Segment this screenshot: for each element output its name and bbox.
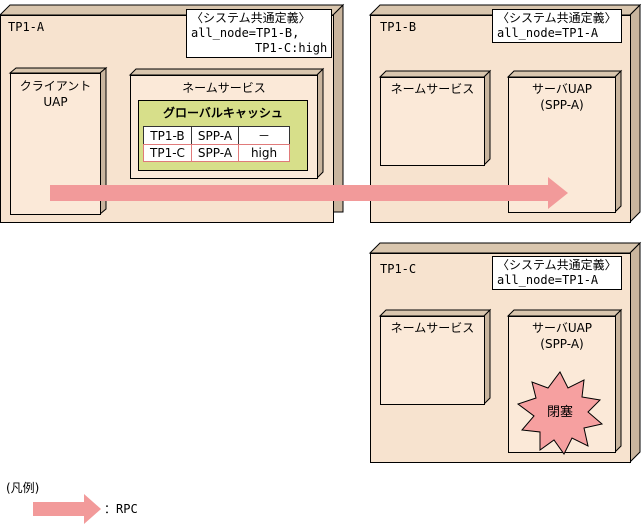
server-uap-label-c: サーバUAP <box>531 321 593 335</box>
name-service-box-b <box>378 69 492 167</box>
definition-line-a-1: all_node=TP1-B, <box>191 26 300 40</box>
cache-cell-server: SPP-A <box>190 126 240 145</box>
cache-cell-node: TP1-C <box>143 144 192 162</box>
table-row: TP1-C SPP-A high <box>143 144 291 162</box>
client-uap-label-1: クライアント <box>19 79 92 93</box>
cache-cell-node: TP1-B <box>143 126 192 145</box>
definition-line-b: all_node=TP1-A <box>497 26 599 40</box>
name-service-label-c: ネームサービス <box>390 321 475 335</box>
node-name-tp1-b: TP1-B <box>380 20 417 34</box>
name-service-box-c <box>378 308 492 406</box>
node-name-tp1-c: TP1-C <box>380 262 417 276</box>
server-uap-sub-c: (SPP-A) <box>540 337 584 351</box>
global-cache-title: グローバルキャッシュ <box>163 106 283 120</box>
global-cache-table: TP1-B SPP-A － TP1-C SPP-A high <box>143 126 291 162</box>
system-definition-b: 〈システム共通定義〉 all_node=TP1-A <box>492 9 622 43</box>
definition-title-a: 〈システム共通定義〉 <box>191 11 311 25</box>
cache-cell-server: SPP-A <box>190 144 240 162</box>
definition-title-b: 〈システム共通定義〉 <box>497 11 617 25</box>
cache-cell-priority: high <box>238 144 291 162</box>
rpc-arrow <box>50 177 568 209</box>
client-uap-label-2: UAP <box>43 95 68 109</box>
blocked-burst-shape <box>516 371 604 455</box>
server-uap-label-b: サーバUAP <box>531 82 593 96</box>
name-service-label-b: ネームサービス <box>390 82 475 96</box>
cache-cell-priority: － <box>238 126 291 145</box>
definition-line-c: all_node=TP1-A <box>497 273 599 287</box>
legend-title: (凡例) <box>6 481 40 495</box>
global-cache: グローバルキャッシュ TP1-B SPP-A － TP1-C SPP-A hig… <box>138 100 308 171</box>
node-name-tp1-a: TP1-A <box>8 20 45 34</box>
legend-rpc-arrow-icon <box>33 494 101 524</box>
definition-line-a-2: TP1-C:high <box>255 41 328 55</box>
definition-title-c: 〈システム共通定義〉 <box>497 258 617 272</box>
legend-rpc-label: ：RPC <box>104 502 138 516</box>
blocked-label: 閉塞 <box>546 405 573 420</box>
name-service-label-a: ネームサービス <box>182 81 266 95</box>
system-definition-c: 〈システム共通定義〉 all_node=TP1-A <box>492 256 622 290</box>
table-row: TP1-B SPP-A － <box>143 126 291 145</box>
server-uap-sub-b: (SPP-A) <box>540 98 584 112</box>
system-definition-a: 〈システム共通定義〉 all_node=TP1-B, TP1-C:high <box>186 9 333 58</box>
